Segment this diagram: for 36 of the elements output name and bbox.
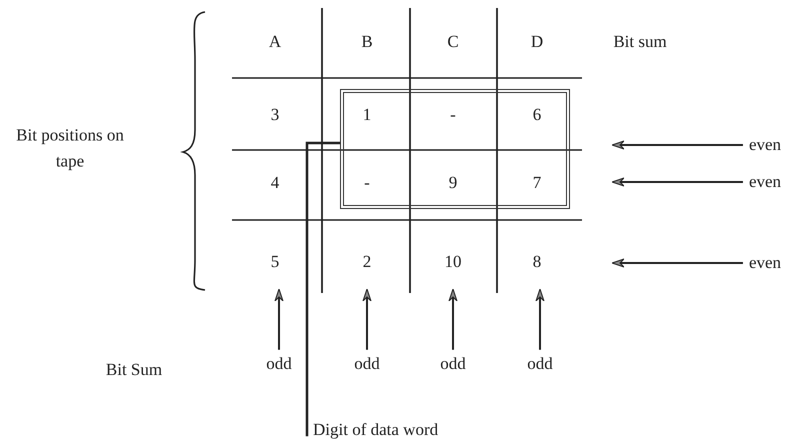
arrow xyxy=(362,288,372,350)
table-value: 9 xyxy=(448,172,458,194)
column-header: C xyxy=(447,32,459,52)
arrow xyxy=(536,288,544,350)
column-header: A xyxy=(268,32,282,52)
column-header: B xyxy=(361,32,373,52)
highlight-box xyxy=(340,89,570,209)
callout-text: Digit of data word xyxy=(313,420,438,440)
parity-label: odd xyxy=(440,354,466,374)
parity-label: even xyxy=(748,172,782,192)
axis-label: Bit sum xyxy=(613,32,667,52)
bracket-label: Bit positions on tape xyxy=(15,124,125,173)
parity-label: odd xyxy=(354,354,380,374)
parity-label: odd xyxy=(266,354,292,374)
arrow xyxy=(612,140,743,150)
leader-line xyxy=(306,142,340,436)
table-value: - xyxy=(450,104,456,126)
arrow xyxy=(274,288,284,350)
table-value: 5 xyxy=(270,252,280,272)
table-value: 2 xyxy=(362,252,372,272)
table-value: 7 xyxy=(532,172,542,194)
table-value: 10 xyxy=(444,252,462,272)
arrow xyxy=(612,178,743,186)
arrow xyxy=(448,288,458,350)
parity-label: even xyxy=(748,252,782,274)
table-value: 3 xyxy=(270,104,280,126)
table-value: 4 xyxy=(270,172,280,194)
table-value: - xyxy=(364,172,370,194)
parity-label: odd xyxy=(527,354,553,374)
column-header: D xyxy=(530,32,544,52)
table-value: 6 xyxy=(532,104,542,126)
arrow xyxy=(612,258,743,268)
parity-label: even xyxy=(748,134,782,156)
table-value: 8 xyxy=(532,252,542,272)
axis-label: Bit Sum xyxy=(106,360,162,380)
table-value: 1 xyxy=(362,104,372,126)
